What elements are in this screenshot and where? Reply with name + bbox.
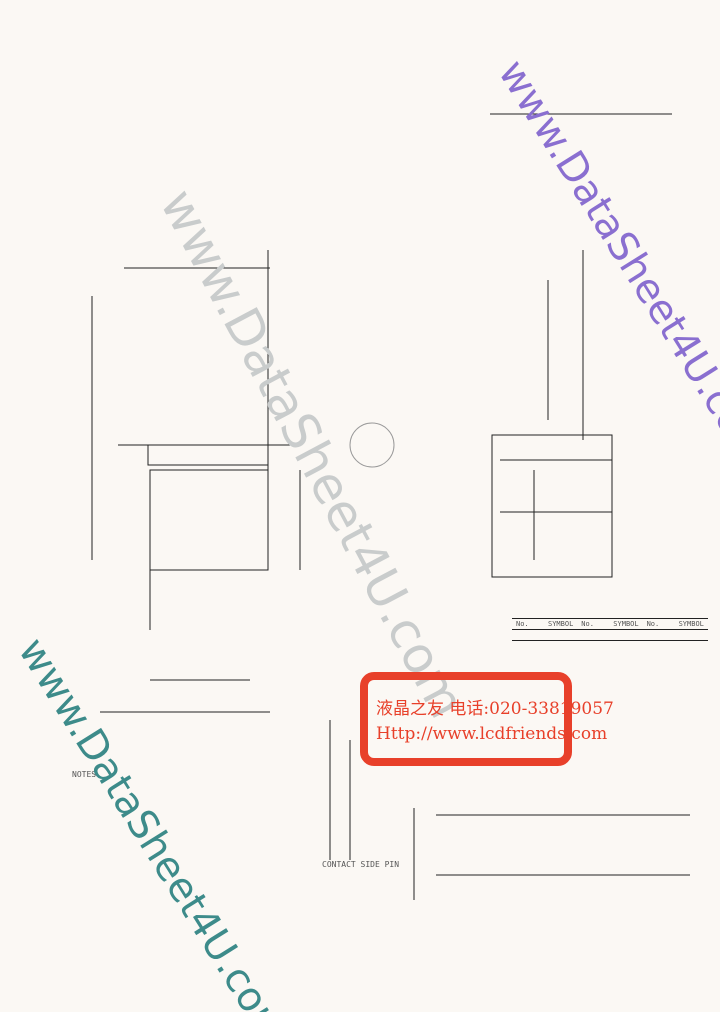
- pin-header-symbol: SYMBOL: [609, 618, 643, 630]
- pin-header-no: No.: [642, 618, 675, 630]
- pin-header-no: No.: [577, 618, 610, 630]
- notes-label: NOTES: [72, 770, 97, 779]
- contact-stamp: 液晶之友 电话:020-33819057 Http://www.lcdfrien…: [360, 672, 614, 766]
- pin-diagram-label: CONTACT SIDE PIN: [322, 860, 400, 869]
- pin-header-symbol: SYMBOL: [674, 618, 708, 630]
- stamp-phone: 液晶之友 电话:020-33819057: [376, 699, 614, 719]
- pin-header-symbol: SYMBOL: [544, 618, 578, 630]
- stamp-url: Http://www.lcdfriends.com: [376, 724, 608, 744]
- pin-header-no: No.: [512, 618, 544, 630]
